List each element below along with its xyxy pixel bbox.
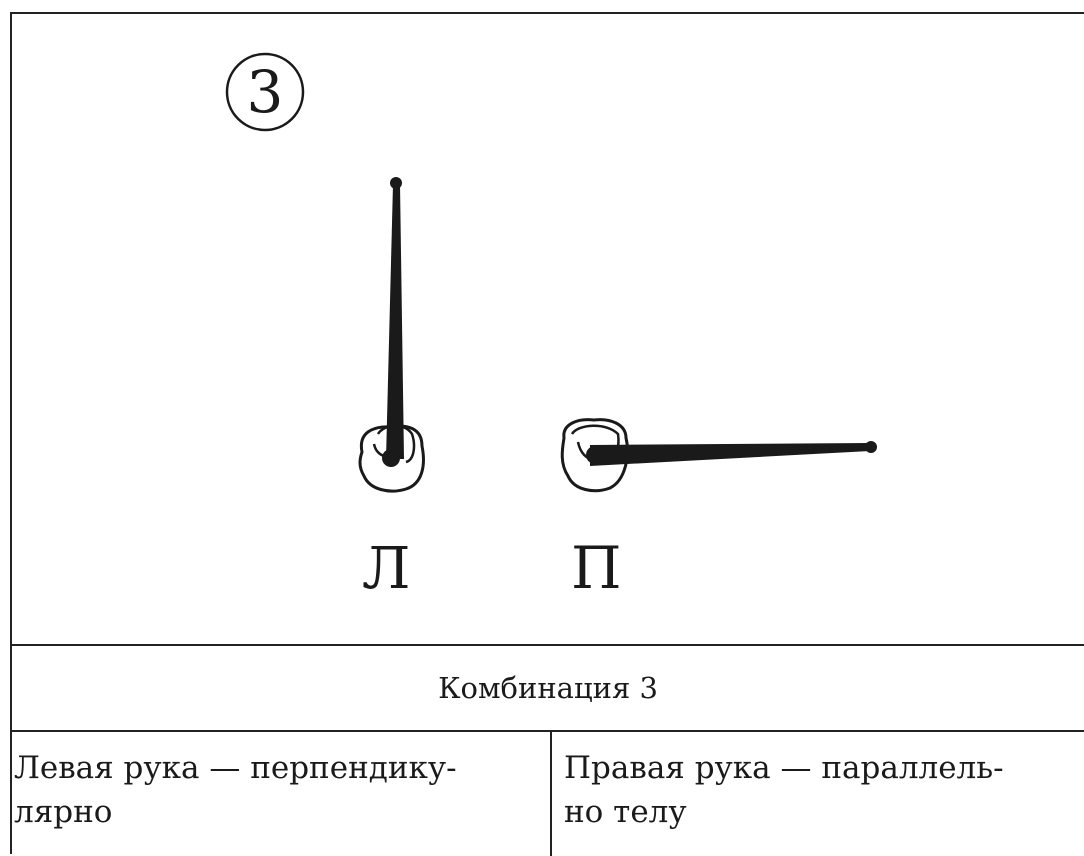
combination-figure: 3 Л П xyxy=(12,14,1084,644)
right-hand-label: П xyxy=(571,534,622,602)
left-description-line: Левая рука — перпендику- xyxy=(14,750,457,786)
divider xyxy=(12,730,1084,732)
right-stick xyxy=(590,443,870,466)
right-description-line: но телу xyxy=(564,794,687,830)
left-description-line: лярно xyxy=(14,794,113,830)
left-stick xyxy=(386,184,404,459)
number-badge-text: 3 xyxy=(247,58,284,126)
divider xyxy=(12,644,1084,646)
left-hand-label: Л xyxy=(362,534,411,602)
number-badge: 3 xyxy=(225,52,305,132)
hands-diagram: 3 xyxy=(225,52,877,493)
right-fist-icon xyxy=(560,418,629,493)
combination-caption: Комбинация 3 xyxy=(438,671,658,705)
left-hand-sketch xyxy=(358,177,425,493)
right-hand-description: Правая рука — параллель- но телу xyxy=(552,732,1084,856)
right-hand-sketch xyxy=(560,418,877,493)
left-hand-description: Левая рука — перпендику- лярно xyxy=(12,732,552,856)
exercise-card: 3 Л П Комбинация xyxy=(10,12,1084,856)
right-description-line: Правая рука — параллель- xyxy=(564,750,1004,786)
